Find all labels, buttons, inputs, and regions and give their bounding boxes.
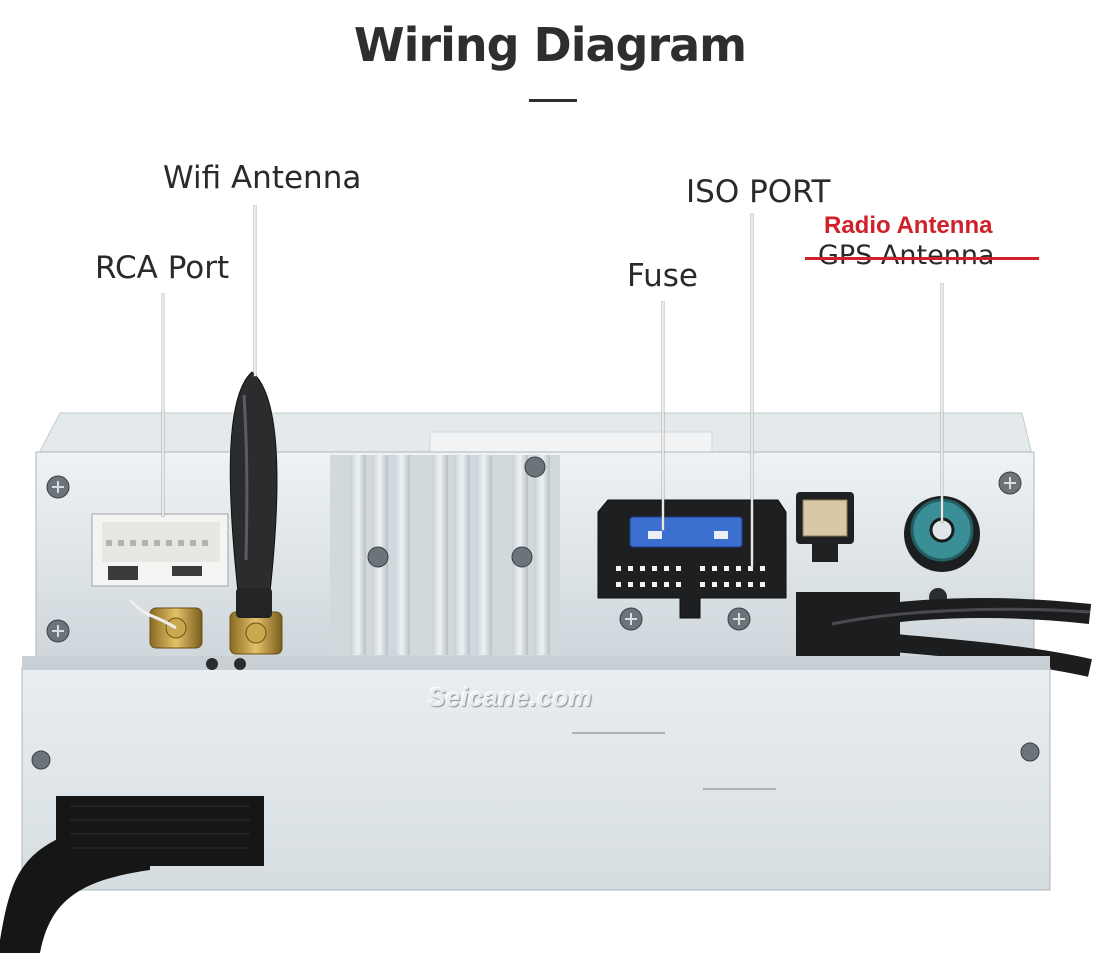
wifi-antenna-pointer (254, 206, 256, 376)
label-radio-antenna: Radio Antenna (824, 212, 993, 239)
label-iso-port: ISO PORT (686, 174, 831, 210)
iso-port-block (597, 499, 787, 619)
label-wifi-antenna: Wifi Antenna (163, 160, 362, 196)
diagram-title: Wiring Diagram (353, 18, 747, 72)
radio-antenna-fakra-connector (904, 496, 980, 606)
strikethrough-line (805, 257, 1039, 260)
fuse-pointer (662, 302, 664, 530)
wifi-antenna-stub (229, 371, 278, 618)
cable-harness (796, 592, 1092, 677)
label-fuse: Fuse (627, 258, 699, 294)
aux-connector (796, 492, 854, 562)
braided-cable (0, 796, 264, 953)
rca-port-pointer (162, 294, 164, 516)
top-lid (37, 412, 1033, 456)
title-underline (529, 99, 577, 102)
watermark-text: Seicane.com (428, 682, 593, 712)
radio-antenna-pointer (941, 284, 943, 522)
label-gps-antenna-struck: GPS Antenna (818, 240, 995, 271)
iso-port-pointer (751, 214, 753, 566)
rca-port-connector (91, 513, 229, 587)
label-rca-port: RCA Port (95, 250, 230, 286)
gold-connectors (128, 598, 283, 655)
